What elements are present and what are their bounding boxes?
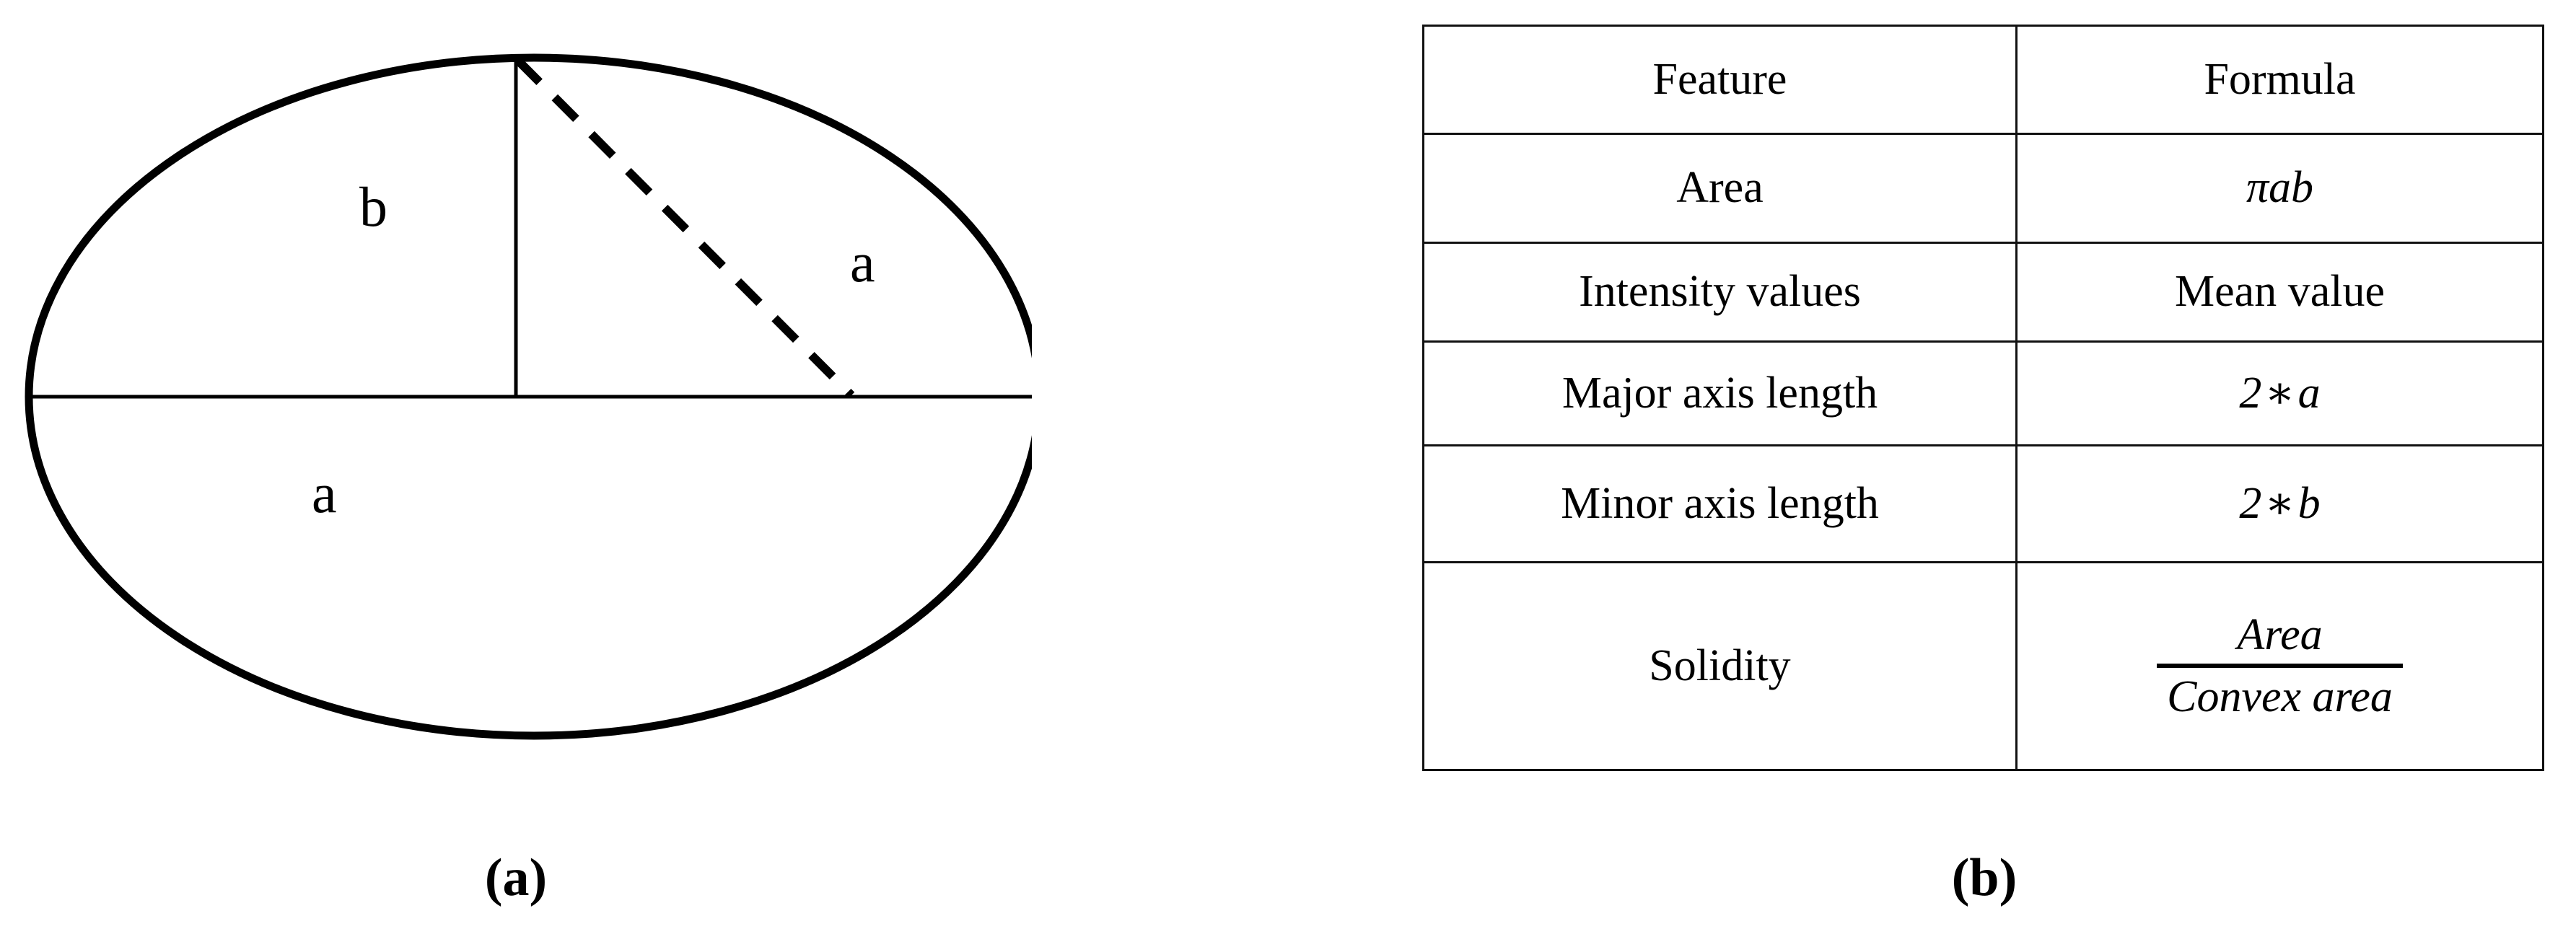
feature-formula-table: Feature Formula Area πab Intensity value…: [1422, 25, 2544, 771]
cell-formula-intensity-values: Mean value: [2015, 242, 2544, 343]
formula-major-coefficient: 2: [2239, 368, 2262, 418]
cell-formula-solidity: Area Convex area: [2015, 561, 2544, 771]
formula-minor-variable: b: [2297, 478, 2321, 528]
table-row-area: Area πab: [1422, 133, 2544, 244]
formula-minor-coefficient: 2: [2239, 478, 2262, 528]
formula-major-operator: ∗: [2264, 368, 2295, 418]
ellipse-diagram: b a a: [0, 0, 1032, 808]
cell-feature-intensity-values: Intensity values: [1422, 242, 2018, 343]
cell-formula-area: πab: [2015, 133, 2544, 244]
cell-formula-minor-axis-length: 2∗b: [2015, 444, 2544, 563]
cell-feature-solidity: Solidity: [1422, 561, 2018, 771]
ellipse-graphic: [25, 53, 1032, 740]
ellipse-label-minor-axis: b: [359, 175, 387, 238]
fraction-bar: [2157, 663, 2403, 668]
ellipse-label-dashed-radius: a: [850, 231, 875, 294]
table-row-major-axis-length: Major axis length 2∗a: [1422, 340, 2544, 446]
fraction-denominator-convex-area: Convex area: [2167, 672, 2393, 721]
column-header-feature: Feature: [1422, 25, 2018, 135]
formula-major-variable: a: [2297, 368, 2321, 418]
formula-pi: π: [2246, 163, 2269, 213]
cell-feature-major-axis-length: Major axis length: [1422, 340, 2018, 446]
cell-feature-area: Area: [1422, 133, 2018, 244]
formula-minor-operator: ∗: [2264, 478, 2295, 528]
column-header-formula: Formula: [2015, 25, 2544, 135]
table-row-minor-axis-length: Minor axis length 2∗b: [1422, 444, 2544, 563]
formula-ab: ab: [2269, 163, 2314, 213]
panel-b-table: Feature Formula Area πab Intensity value…: [1393, 0, 2576, 942]
cell-feature-minor-axis-length: Minor axis length: [1422, 444, 2018, 563]
fraction-solidity: Area Convex area: [2157, 610, 2403, 722]
cell-formula-major-axis-length: 2∗a: [2015, 340, 2544, 446]
table-header-row: Feature Formula: [1422, 25, 2544, 135]
dashed-radius-line: [514, 57, 855, 399]
table-row-intensity-values: Intensity values Mean value: [1422, 242, 2544, 343]
panel-a-ellipse: b a a (a): [0, 0, 1032, 942]
ellipse-label-major-axis: a: [312, 462, 337, 524]
fraction-numerator-area: Area: [2237, 610, 2323, 660]
subcaption-a: (a): [484, 848, 548, 907]
subcaption-b: (b): [1951, 848, 2018, 907]
table-row-solidity: Solidity Area Convex area: [1422, 561, 2544, 771]
